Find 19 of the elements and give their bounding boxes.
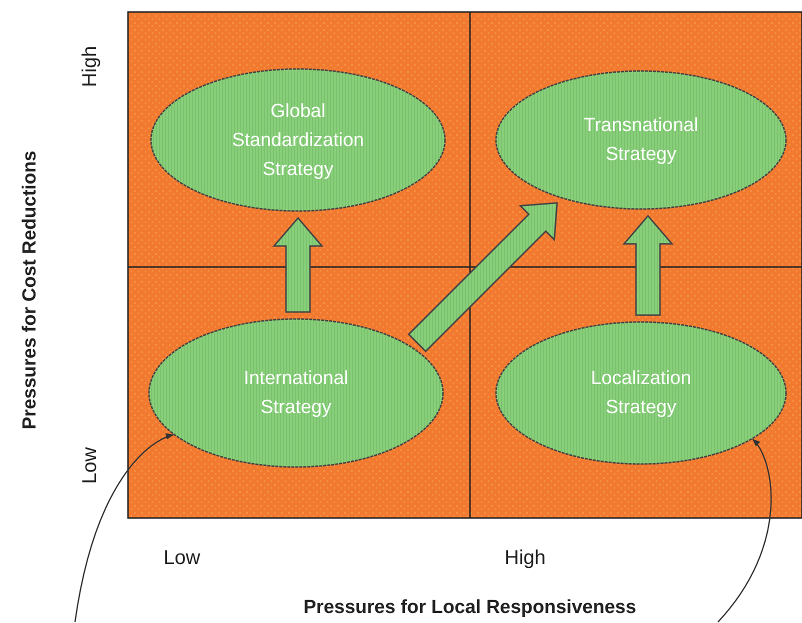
block-arrow: [622, 214, 674, 316]
block-arrow: [408, 202, 558, 352]
block-arrow: [272, 216, 324, 313]
axis-level-label: High: [78, 45, 102, 87]
axis-level-label: High: [504, 546, 546, 570]
pointer-arrow: [718, 438, 772, 622]
axis-title: Pressures for Cost Reductions: [18, 150, 41, 430]
strategy-ellipse: [148, 318, 444, 468]
strategy-label: Localization Strategy: [590, 367, 692, 420]
strategy-label: Transnational Strategy: [582, 114, 700, 167]
axis-level-label: Low: [164, 546, 200, 570]
axis-title: Pressures for Local Responsiveness: [304, 597, 636, 619]
axis-level-label: Low: [78, 446, 102, 484]
strategy-label: International Strategy: [242, 367, 350, 420]
strategy-ellipse: [495, 70, 787, 210]
strategy-ellipse: [150, 68, 446, 212]
strategy-ellipse: [495, 321, 787, 465]
pointer-arrow: [74, 434, 174, 622]
strategy-label: Global Standardization Strategy: [230, 100, 366, 182]
